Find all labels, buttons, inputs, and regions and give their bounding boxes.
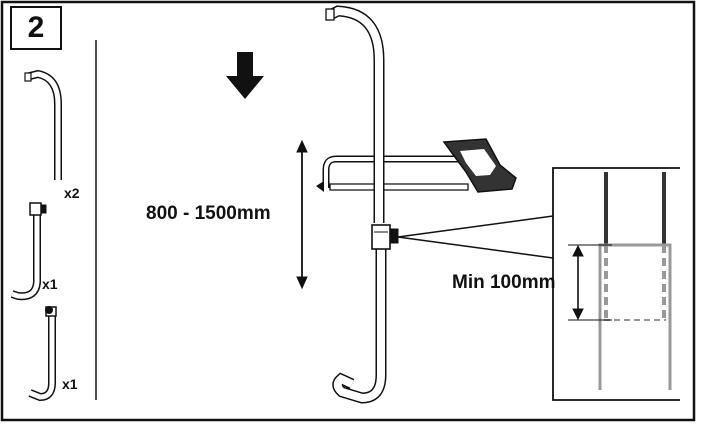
hacksaw-icon [316,138,517,193]
part-quantity-lower-rail-knob: x1 [62,376,78,392]
min-insertion-label: Min 100mm [452,272,556,293]
part-quantity-upper-rail: x2 [64,185,80,201]
part-lower-rail-clamp [10,202,47,301]
down-arrow-icon [226,52,264,99]
part-quantity-lower-rail-clamp: x1 [42,276,58,292]
panel-frame [0,0,696,422]
step-number: 2 [10,6,62,50]
detail-inset [552,167,680,401]
part-lower-rail-knob [28,306,57,402]
part-upper-rail [24,69,62,180]
height-range-label: 800 - 1500mm [146,203,271,224]
insertion-arrow-icon [572,244,584,321]
assembled-rail [325,5,399,404]
detail-callout [397,215,554,259]
height-arrow-icon [296,139,308,290]
